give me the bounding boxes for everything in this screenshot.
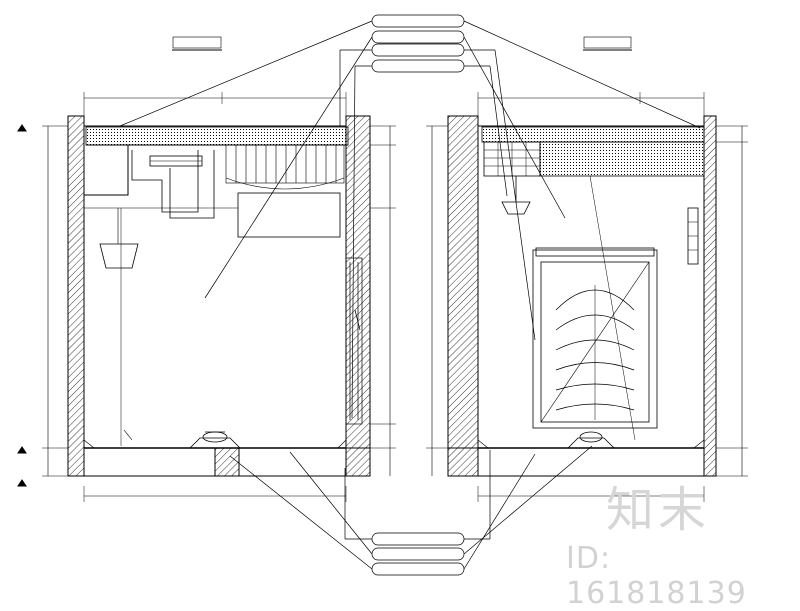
floor-fixture-icon bbox=[189, 431, 241, 449]
left-wall bbox=[67, 115, 85, 477]
watermark-id: ID: 161818139 bbox=[566, 541, 747, 611]
right-title-box bbox=[583, 36, 632, 49]
callout-top-3 bbox=[371, 43, 465, 57]
hanging-shelf bbox=[131, 150, 199, 213]
callout-top-4 bbox=[371, 59, 465, 73]
upper-cabinet bbox=[83, 145, 129, 196]
floor-fixture-icon-r bbox=[567, 431, 615, 449]
floor-block bbox=[214, 447, 240, 477]
right-elevation bbox=[426, 36, 748, 502]
curtain-box bbox=[237, 192, 341, 238]
left-wall-r bbox=[447, 115, 479, 449]
right-wall-r bbox=[703, 115, 717, 477]
callout-top-1 bbox=[371, 14, 465, 28]
watermark-logo: 知末 bbox=[606, 482, 711, 538]
right-wall-base bbox=[345, 447, 371, 477]
left-elevation bbox=[17, 36, 396, 502]
grille-icon bbox=[225, 144, 345, 190]
ceiling-panel bbox=[539, 141, 705, 177]
left-title-box bbox=[172, 36, 222, 49]
wardrobe bbox=[532, 247, 658, 429]
callout-bottom-2 bbox=[371, 547, 465, 561]
callout-bottom-3 bbox=[371, 562, 465, 576]
callout-top-2 bbox=[371, 30, 465, 44]
pendant-lamp-icon bbox=[99, 208, 139, 269]
wall-lamp-icon bbox=[501, 176, 531, 215]
callout-bottom-1 bbox=[371, 532, 465, 546]
callouts bbox=[119, 14, 701, 576]
window-frame bbox=[345, 257, 363, 425]
